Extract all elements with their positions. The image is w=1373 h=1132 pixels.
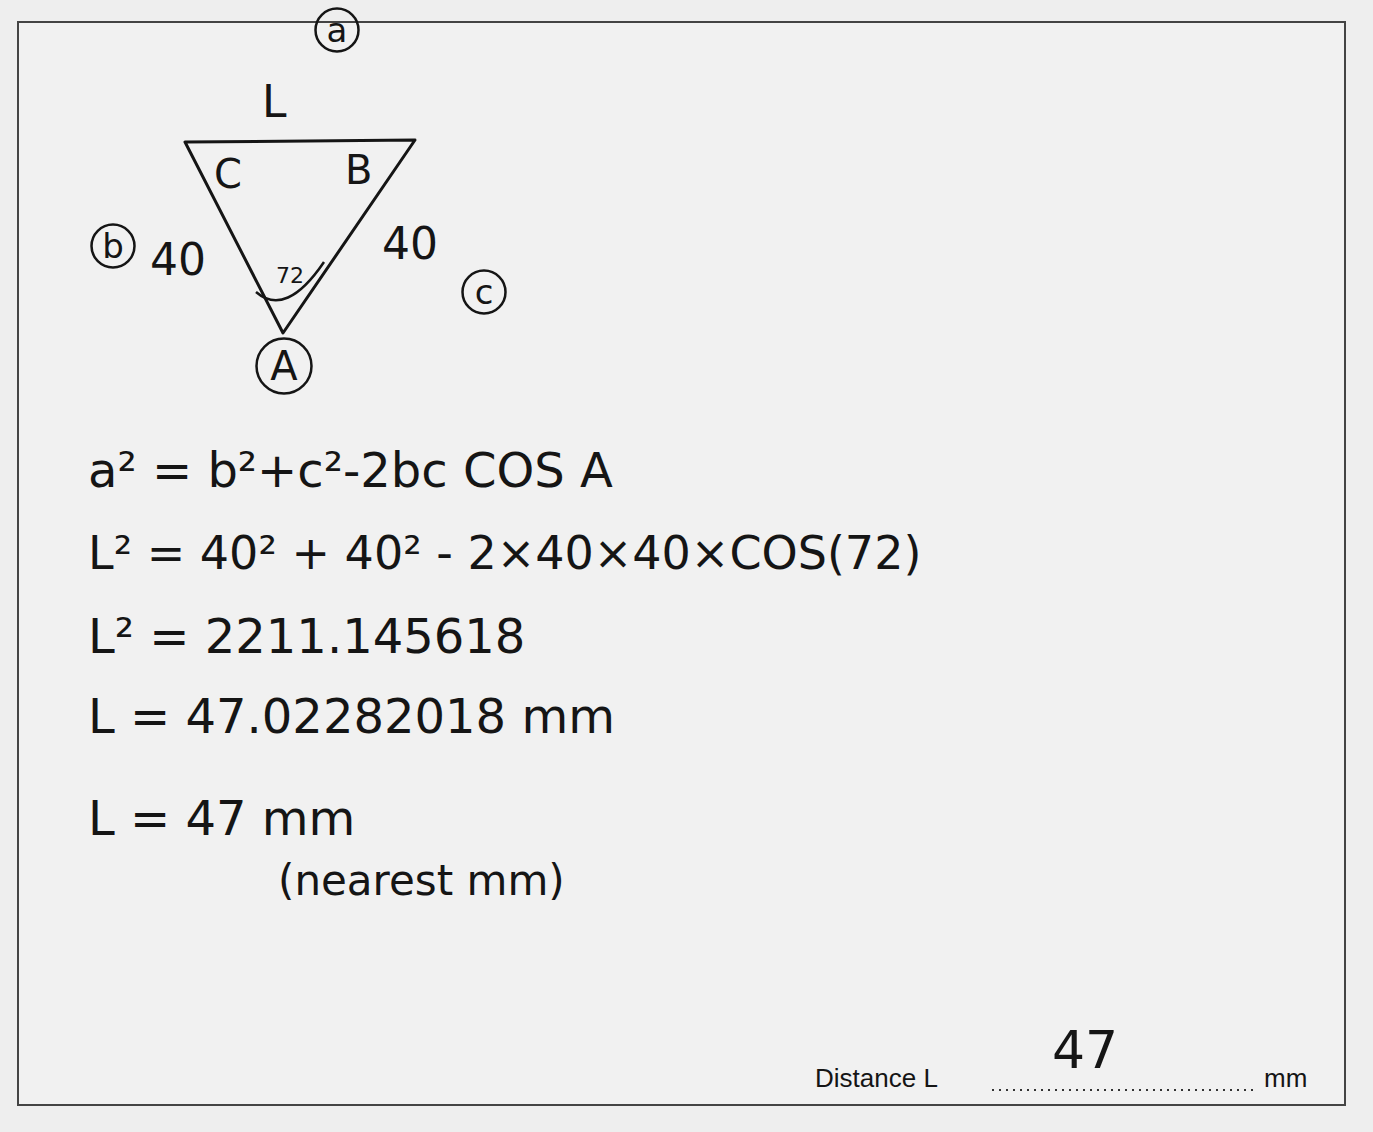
diagram-label: C — [214, 152, 242, 196]
diagram-label: L — [262, 78, 287, 126]
answer-dotted-line — [992, 1089, 1256, 1091]
working-line: (nearest mm) — [278, 858, 565, 904]
diagram-label: B — [345, 148, 372, 192]
diagram-label: 40 — [150, 236, 206, 284]
angle-arc — [256, 262, 324, 300]
circled-letter: c — [461, 269, 507, 315]
answer-text: 47 — [1052, 1022, 1118, 1079]
circle-letter-text: c — [475, 275, 494, 309]
working-line: L = 47 mm — [88, 792, 355, 845]
diagram-label: 72 — [276, 264, 304, 288]
circled-letter: a — [314, 7, 360, 53]
answer-frame — [18, 22, 1345, 1105]
circle-letter-text: A — [270, 346, 297, 386]
circle-letter-text: a — [327, 13, 348, 47]
answer-text: Distance L — [815, 1064, 938, 1093]
circle-letter-text: b — [102, 229, 124, 263]
diagram-label: 40 — [382, 220, 438, 268]
answer-text: mm — [1264, 1064, 1307, 1093]
working-line: a² = b²+c²-2bc COS A — [88, 444, 613, 497]
working-line: L² = 2211.145618 — [88, 610, 525, 663]
working-line: L² = 40² + 40² - 2×40×40×COS(72) — [88, 528, 921, 579]
triangle-sketch — [185, 140, 415, 333]
circled-letter: A — [255, 337, 313, 395]
circled-letter: b — [90, 223, 136, 269]
working-line: L = 47.02282018 mm — [88, 690, 615, 743]
